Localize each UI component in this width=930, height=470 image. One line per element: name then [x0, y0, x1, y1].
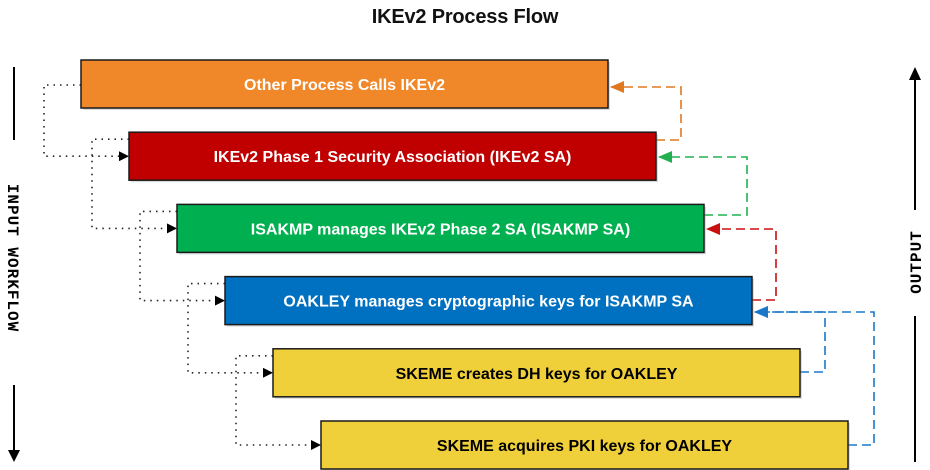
process-step-label: ISAKMP manages IKEv2 Phase 2 SA (ISAKMP …	[251, 221, 630, 238]
input-flow-connector	[43, 84, 129, 162]
output-return-connector	[610, 81, 682, 141]
process-step-box: SKEME acquires PKI keys for OAKLEY	[320, 420, 850, 470]
output-label: OUTPUT	[908, 230, 926, 294]
output-return-connector	[754, 306, 875, 446]
box-rect	[128, 131, 657, 181]
box-rect	[320, 420, 849, 470]
process-step-box: IKEv2 Phase 1 Security Association (IKEv…	[128, 131, 658, 183]
process-step-label: IKEv2 Phase 1 Security Association (IKEv…	[214, 149, 572, 166]
process-step-box: OAKLEY manages cryptographic keys for IS…	[224, 275, 754, 327]
process-step-box: Other Process Calls IKEv2	[80, 59, 610, 110]
process-step-label: OAKLEY manages cryptographic keys for IS…	[283, 294, 694, 311]
box-rect	[80, 59, 609, 109]
output-axis: OUTPUT	[908, 67, 926, 462]
down-arrow-icon	[8, 450, 20, 462]
box-rect	[272, 348, 801, 398]
up-arrow-icon	[909, 67, 921, 80]
output-return-connector	[706, 223, 777, 301]
output-connectors	[610, 81, 875, 446]
box-rect	[224, 275, 753, 326]
input-connectors	[43, 84, 321, 450]
process-step-label: SKEME acquires PKI keys for OAKLEY	[437, 438, 733, 455]
input-workflow-axis: INPUT WORKFLOW	[3, 67, 21, 462]
output-return-connector	[658, 151, 748, 216]
process-step-box: ISAKMP manages IKEv2 Phase 2 SA (ISAKMP …	[176, 203, 706, 255]
box-rect	[176, 203, 705, 254]
input-workflow-label: INPUT WORKFLOW	[3, 184, 21, 332]
diagram-title: IKEv2 Process Flow	[371, 6, 559, 28]
process-step-label: SKEME creates DH keys for OAKLEY	[396, 366, 678, 383]
process-step-box: SKEME creates DH keys for OAKLEY	[272, 348, 802, 399]
process-step-label: Other Process Calls IKEv2	[244, 77, 445, 94]
